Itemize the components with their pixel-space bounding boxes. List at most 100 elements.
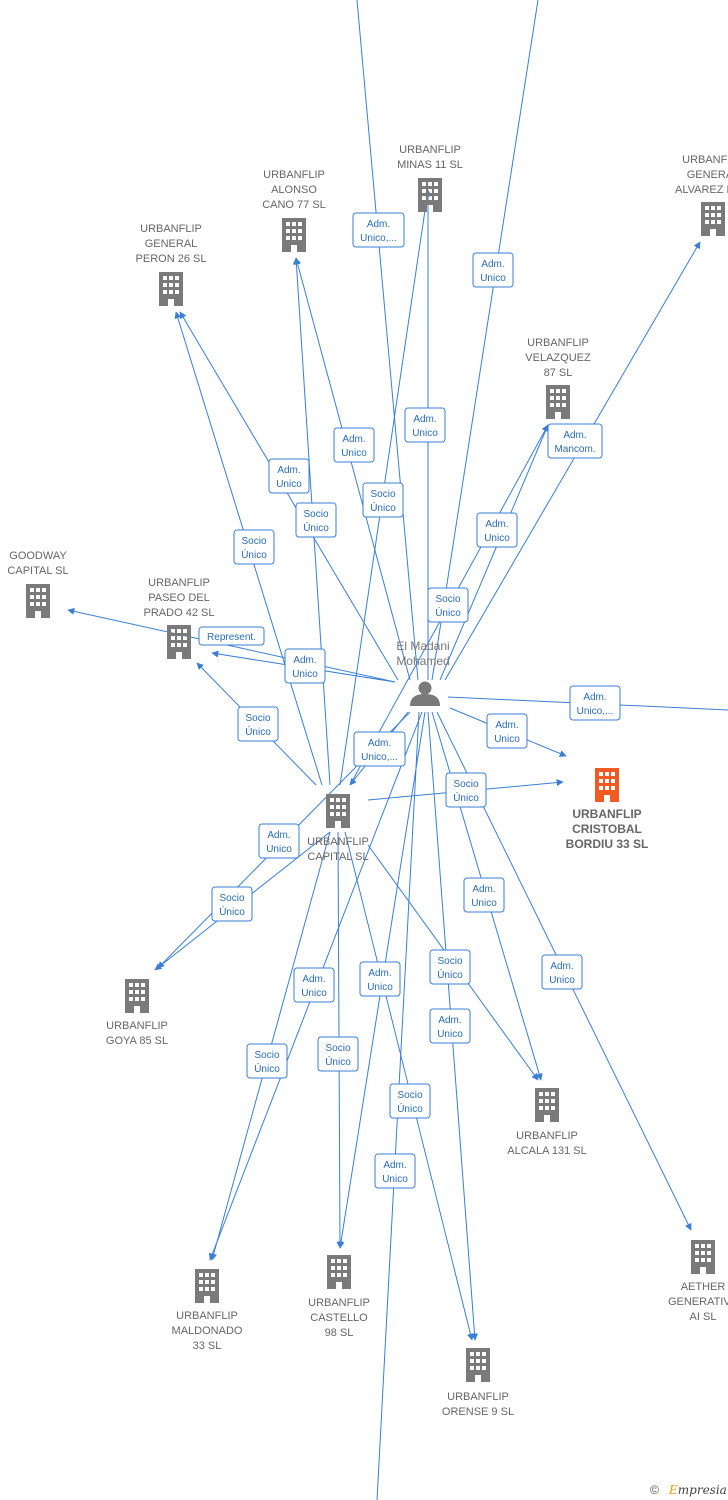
edge-label-box: [486, 713, 528, 749]
company-name-line: PASEO DEL: [148, 592, 210, 604]
company-name-line: AETHER: [681, 1281, 726, 1293]
building-icon: [595, 768, 619, 802]
edge-label-box: [237, 706, 279, 742]
edge-label-box: [352, 212, 405, 248]
edge-label[interactable]: Adm.Unico: [268, 458, 310, 494]
edge-label-text: Socio: [397, 1090, 422, 1101]
building-icon: [159, 272, 183, 306]
edge-label[interactable]: Adm.Unico: [476, 512, 518, 548]
edge-label-text: Único: [241, 548, 267, 561]
company-name-line: ALCALA 131 SL: [507, 1145, 587, 1157]
company-name-line: GENERAL: [145, 238, 198, 250]
edge-label[interactable]: Adm.Unico,...: [569, 685, 621, 721]
edge-label[interactable]: Adm. Unico: [284, 648, 326, 684]
company-name-line: URBANFLIP: [399, 144, 461, 156]
edge-label[interactable]: Adm.Unico: [541, 954, 583, 990]
edge-label[interactable]: Adm.Unico: [374, 1153, 416, 1189]
edge-label-box: [389, 1083, 431, 1119]
edge-label-text: Adm.: [368, 968, 391, 979]
edge-label-box: [476, 512, 518, 548]
company-name-line: URBANFLIP: [308, 1297, 370, 1309]
edge-label-text: Único: [245, 725, 271, 738]
company-node-aether[interactable]: AETHERGENERATIVEAI SL: [668, 1240, 728, 1323]
edge-label[interactable]: Adm.Unico,...: [352, 212, 405, 248]
edge-label-box: [258, 823, 300, 859]
edge-label-text: Adm.: [293, 655, 316, 666]
company-node-alvarez[interactable]: URBANFLIPGENERALALVAREZ DE...: [675, 154, 728, 236]
edge-label-box: [374, 1153, 416, 1189]
edge-label-text: Unico: [292, 669, 318, 680]
edge-label-text: Unico: [494, 734, 520, 745]
edge-label-text: Adm.: [438, 1015, 461, 1026]
edge-label[interactable]: Adm.Unico: [486, 713, 528, 749]
edge-label[interactable]: Adm.Unico: [429, 1008, 471, 1044]
edge-label-text: Adm.: [302, 974, 325, 985]
edge-label-text: Único: [437, 968, 463, 981]
edge-label[interactable]: Adm.Unico: [333, 427, 375, 463]
edge-line: [356, 0, 419, 681]
building-icon: [26, 584, 50, 618]
company-name-line: URBANFLIP: [140, 223, 202, 235]
edge-label-text: Unico: [412, 428, 438, 439]
edge-label-box: [429, 1008, 471, 1044]
edge-label-text: Único: [397, 1102, 423, 1115]
edge-label-text: Unico: [266, 844, 292, 855]
edge-label[interactable]: Adm.Unico: [258, 823, 300, 859]
building-icon: [326, 794, 350, 828]
company-name-line: ORENSE 9 SL: [442, 1406, 514, 1418]
company-name-line: URBANFLIP: [516, 1130, 578, 1142]
company-node-alcala[interactable]: URBANFLIP ALCALA 131 SL: [507, 1088, 587, 1157]
building-icon: [167, 625, 191, 659]
edge-label[interactable]: Adm.Mancom.: [547, 423, 603, 459]
person-node[interactable]: El Madani Mohamed: [396, 639, 450, 706]
company-name-line: GENERAL: [687, 169, 728, 181]
edge-label-text: Adm.: [563, 430, 586, 441]
edge-line: [439, 424, 549, 681]
edge-label-text: Único: [435, 606, 461, 619]
person-name-line1: El Madani: [396, 639, 449, 653]
edge-label[interactable]: Adm.Unico: [463, 877, 505, 913]
edge-label[interactable]: Adm.Unico: [293, 967, 335, 1003]
edge-label-text: Unico: [341, 448, 367, 459]
edge-label-text: Adm.: [383, 1160, 406, 1171]
copyright-symbol: ©: [650, 1483, 659, 1497]
edge-label[interactable]: Adm.Unico: [404, 407, 446, 443]
edge-label-box: [246, 1043, 288, 1079]
company-name-line: URBANFLIP: [148, 577, 210, 589]
edge-label[interactable]: Adm.Unico: [472, 252, 514, 288]
company-name-line: AI SL: [690, 1311, 717, 1323]
edge-label-box: [198, 626, 265, 646]
edge-label-box: [295, 502, 337, 538]
edge-label[interactable]: Represent.: [198, 626, 265, 646]
company-name-line: CAPITAL SL: [7, 565, 68, 577]
brand-rest: mpresia: [678, 1483, 727, 1497]
edge-label-text: Socio: [370, 489, 395, 500]
edge-label[interactable]: Adm.Unico: [359, 961, 401, 997]
edge-label[interactable]: Adm.Unico,...: [353, 731, 406, 767]
